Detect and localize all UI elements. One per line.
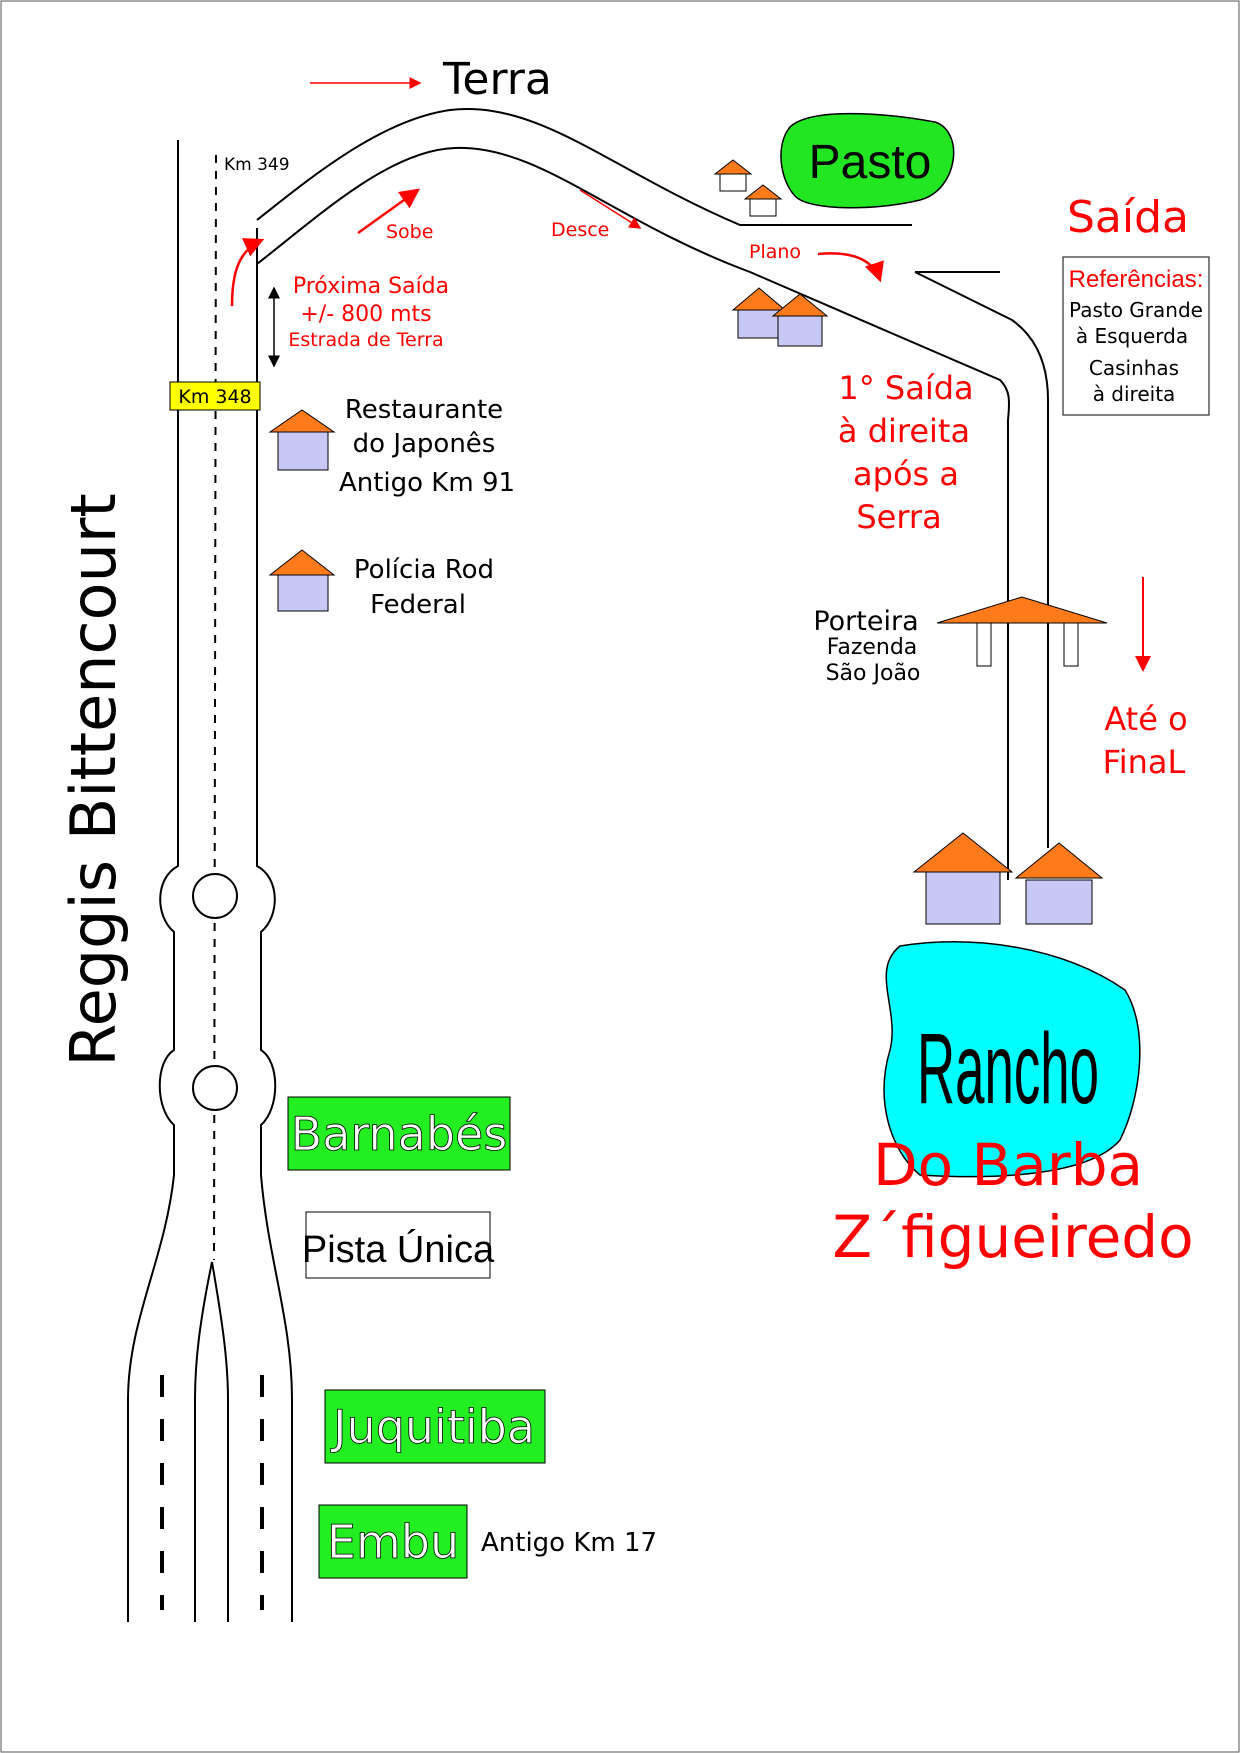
pasture-label: Pasto: [809, 136, 932, 189]
restaurant-line-3: Antigo Km 91: [339, 468, 515, 498]
city-barnabes: Barnabés: [287, 1096, 511, 1171]
exit-title: Saída: [1067, 192, 1189, 243]
references-box: Referências: Pasto Grande à Esquerda Cas…: [1062, 256, 1210, 416]
city-juquitiba: Juquitiba: [324, 1389, 546, 1464]
first-exit-note: 1° Saída à direita após a Serra: [838, 369, 974, 536]
house-icon: [743, 184, 783, 217]
reference-line-3: Casinhas: [1089, 356, 1179, 380]
km-348-label: Km 348: [178, 386, 251, 408]
city-embu: Embu: [318, 1504, 468, 1579]
house-icon: [912, 832, 1014, 925]
single-lane-label: Pista Única: [302, 1228, 495, 1271]
next-exit-line-3: Estrada de Terra: [288, 329, 443, 351]
desce-label: Desce: [551, 219, 609, 241]
roundabout-icon: [192, 873, 238, 919]
restaurant-line-1: Restaurante: [345, 395, 503, 425]
next-exit-note: Próxima Saída +/- 800 mts Estrada de Ter…: [288, 274, 449, 351]
police-label: Polícia Rod Federal: [354, 555, 494, 620]
pasture: Pasto: [780, 112, 955, 209]
references-title: Referências:: [1069, 266, 1204, 293]
gate-line-1: Porteira: [813, 606, 918, 637]
gate-line-2: Fazenda: [827, 635, 918, 660]
first-exit-line-1: 1° Saída: [838, 369, 973, 407]
gate-line-3: São João: [826, 661, 921, 686]
house-icon: [268, 409, 336, 471]
highway-name: Reggis Bittencourt: [57, 493, 130, 1066]
house-icon: [771, 293, 829, 347]
dirt-road: [256, 108, 1049, 880]
juquitiba-label: Juquitiba: [330, 1400, 535, 1454]
barnabes-label: Barnabés: [291, 1107, 508, 1161]
destination-line-2: Z´figueiredo: [832, 1203, 1193, 1271]
restaurant-label: Restaurante do Japonês Antigo Km 91: [339, 395, 515, 498]
gate-label: Porteira Fazenda São João: [813, 606, 920, 686]
lane-dividers: [160, 154, 264, 1610]
reference-line-1: Pasto Grande: [1069, 298, 1203, 322]
police-line-2: Federal: [370, 590, 466, 620]
until-end-line-2: FinaL: [1103, 743, 1186, 781]
gate-icon: [936, 596, 1108, 667]
house-icon: [268, 549, 336, 612]
police-line-1: Polícia Rod: [354, 555, 494, 585]
embu-label: Embu: [327, 1515, 459, 1569]
km-349-label: Km 349: [224, 155, 290, 175]
until-end-line-1: Até o: [1104, 700, 1187, 738]
rancho-label: Rancho: [917, 1013, 1099, 1125]
plano-label: Plano: [749, 241, 801, 263]
destination-line-1: Do Barba: [873, 1131, 1143, 1199]
first-exit-line-4: Serra: [856, 498, 941, 536]
terra-label: Terra: [442, 54, 552, 105]
km-348-marker: Km 348: [169, 381, 261, 411]
sobe-label: Sobe: [386, 221, 433, 243]
house-icon: [1014, 842, 1104, 925]
embu-note: Antigo Km 17: [481, 1528, 657, 1558]
highway-roads: [127, 140, 293, 1622]
reference-line-4: à direita: [1093, 382, 1176, 406]
next-exit-line-1: Próxima Saída: [293, 274, 449, 299]
lake: [883, 941, 1141, 1178]
house-icon: [731, 287, 787, 339]
first-exit-line-3: após a: [853, 455, 959, 493]
restaurant-line-2: do Japonês: [353, 429, 496, 459]
roundabout-icon: [192, 1065, 238, 1111]
until-end-note: Até o FinaL: [1103, 700, 1188, 781]
next-exit-line-2: +/- 800 mts: [300, 302, 431, 327]
house-icon: [713, 159, 753, 192]
arrow-icon: [230, 77, 1151, 672]
single-lane-box: Pista Única: [302, 1211, 495, 1279]
reference-line-2: à Esquerda: [1076, 324, 1188, 348]
first-exit-line-2: à direita: [838, 412, 970, 450]
